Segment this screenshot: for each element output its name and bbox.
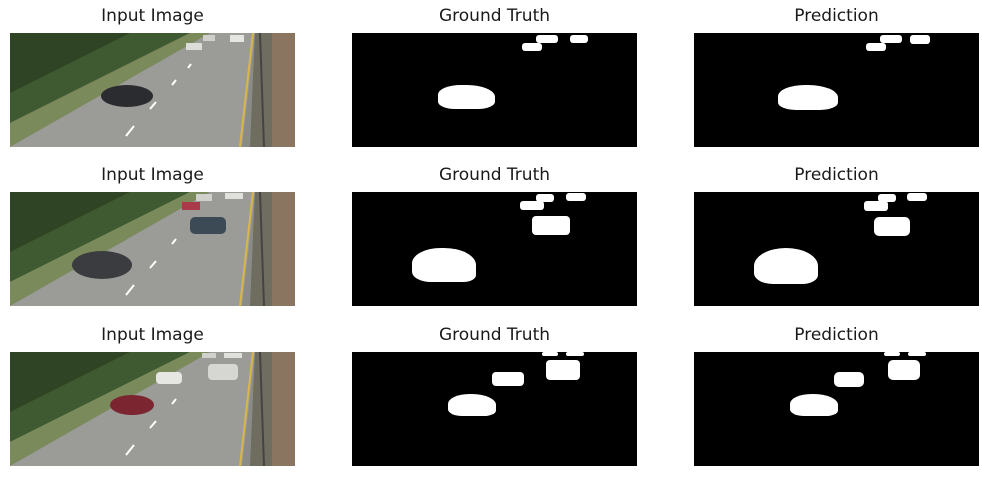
prediction-title: Prediction (794, 6, 879, 26)
ground-truth-title: Ground Truth (438, 165, 551, 185)
prediction-mask (694, 33, 979, 147)
ground-truth-mask (352, 352, 637, 466)
ground-truth-title: Ground Truth (438, 6, 551, 26)
input-image-title: Input Image (101, 325, 204, 345)
prediction-mask (694, 192, 979, 306)
ground-truth-mask (352, 33, 637, 147)
input-image (10, 33, 295, 147)
prediction-mask (694, 352, 979, 466)
prediction-title: Prediction (794, 325, 879, 345)
ground-truth-mask (352, 192, 637, 306)
ground-truth-title: Ground Truth (438, 325, 551, 345)
input-image-title: Input Image (101, 165, 204, 185)
input-image (10, 352, 295, 466)
input-image-title: Input Image (101, 6, 204, 26)
prediction-title: Prediction (794, 165, 879, 185)
input-image (10, 192, 295, 306)
